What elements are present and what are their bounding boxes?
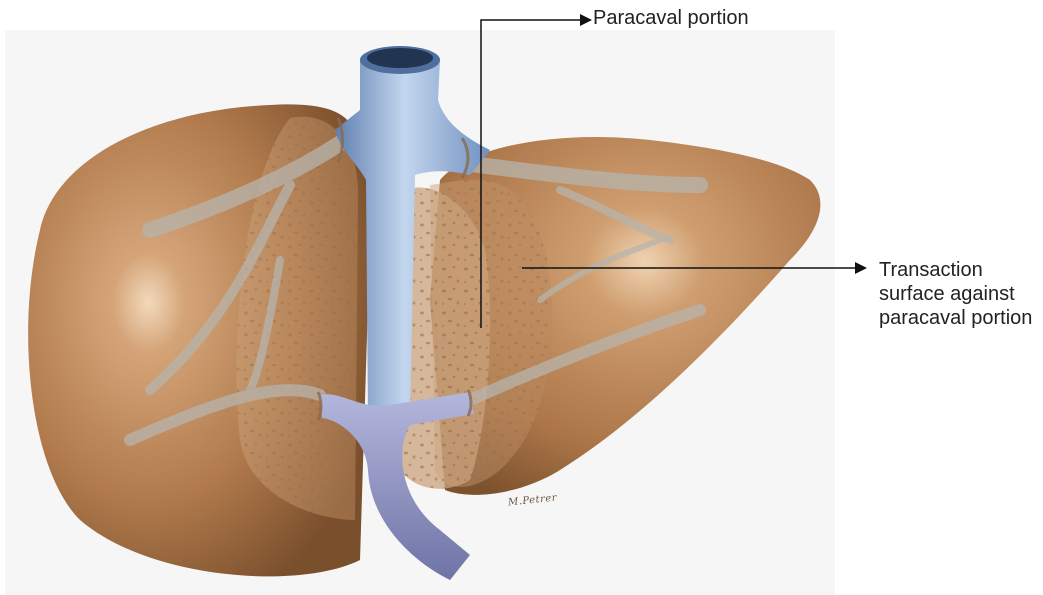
transection-label-line-2: surface against xyxy=(879,282,1032,306)
transection-label-line-1: Transaction xyxy=(879,258,1032,282)
transection-label: Transaction surface against paracaval po… xyxy=(879,258,1032,330)
arrow-right-icon xyxy=(580,14,592,26)
transection-label-line-3: paracaval portion xyxy=(879,306,1032,330)
paracaval-label: Paracaval portion xyxy=(593,6,749,30)
arrow-right-icon xyxy=(855,262,867,274)
